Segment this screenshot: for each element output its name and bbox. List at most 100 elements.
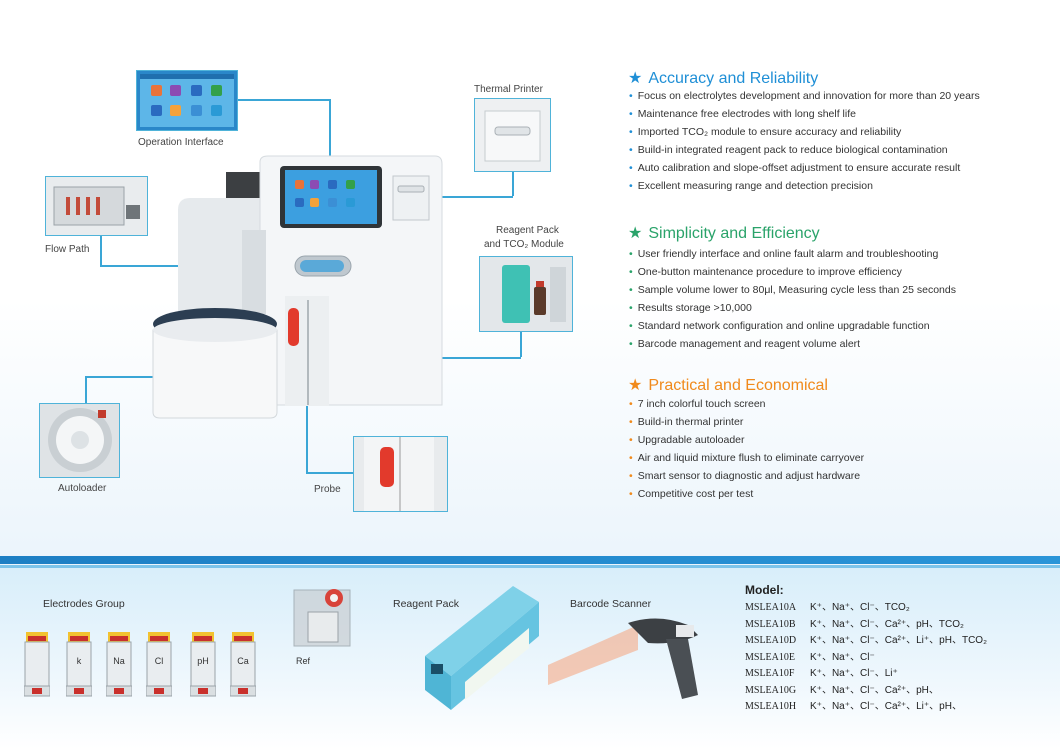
section-title-text: Accuracy and Reliability: [648, 70, 819, 87]
electrode-label: Ca: [237, 656, 249, 666]
electrode: Cl: [145, 632, 173, 700]
star-icon: ★: [628, 70, 643, 87]
thermal-printer-illustration: [484, 110, 541, 162]
electrode: Na: [105, 632, 133, 700]
practical-list: 7 inch colorful touch screen Build-in th…: [629, 395, 864, 503]
model-code: MSLEA10E: [745, 651, 795, 663]
reagent-pack-thumbnail: [479, 256, 573, 332]
electrode-label: Ref: [296, 656, 311, 666]
list-item: Smart sensor to diagnostic and adjust ha…: [629, 467, 864, 485]
probe-thumbnail: [353, 436, 448, 512]
callout-autoloader: Autoloader: [58, 483, 107, 494]
barcode-scanner-illustration: [548, 618, 698, 699]
callout-reagent-pack-2: and TCO₂ Module: [484, 239, 564, 250]
operation-interface-thumbnail: [136, 70, 238, 131]
analyzer-device-illustration: [152, 155, 443, 419]
reagent-pack-box-illustration: [425, 586, 539, 710]
electrode-label: Cl: [154, 656, 164, 666]
connector-probe-v: [306, 340, 308, 473]
list-item: User friendly interface and online fault…: [629, 245, 956, 263]
list-item: Excellent measuring range and detection …: [629, 177, 980, 195]
callout-flow-path: Flow Path: [45, 244, 90, 255]
reagent-pack-label: Reagent Pack: [393, 598, 459, 610]
probe-illustration: [364, 437, 434, 511]
model-ions: K⁺、Na⁺、Cl⁻、Ca²⁺、pH、: [810, 684, 939, 696]
electrode-label: pH: [197, 656, 209, 666]
model-row: MSLEA10E K⁺、Na⁺、Cl⁻: [745, 650, 875, 666]
star-icon: ★: [628, 377, 643, 394]
connector-reagent-h: [383, 357, 521, 359]
model-code: MSLEA10D: [745, 635, 797, 646]
model-code: MSLEA10B: [745, 618, 796, 630]
connector-probe-h: [306, 472, 354, 474]
list-item: 7 inch colorful touch screen: [629, 395, 864, 413]
connector-printer-v: [512, 172, 514, 196]
thermal-printer-thumbnail: [474, 98, 551, 172]
connector-flow: [100, 206, 102, 266]
connector-operation: [187, 99, 330, 101]
model-ions: K⁺、Na⁺、Cl⁻: [810, 651, 875, 663]
section-title-simplicity: ★ Simplicity and Efficiency: [628, 223, 820, 243]
model-ions: K⁺、Na⁺、Cl⁻、Li⁺: [810, 668, 898, 679]
model-code: MSLEA10H: [745, 701, 797, 712]
model-ions: K⁺、Na⁺、Cl⁻、Ca²⁺、Li⁺、pH、: [810, 701, 962, 712]
model-code: MSLEA10F: [745, 668, 795, 679]
section-title-practical: ★ Practical and Economical: [628, 375, 828, 395]
operation-interface-illustration: [140, 74, 234, 127]
connector-printer-h: [408, 196, 513, 198]
reagent-pack-illustration: [502, 265, 566, 323]
list-item: One-button maintenance procedure to impr…: [629, 263, 956, 281]
flow-path-thumbnail: [45, 176, 148, 236]
accuracy-list: Focus on electrolytes development and in…: [629, 87, 980, 195]
list-item: Auto calibration and slope-offset adjust…: [629, 159, 980, 177]
electrode-label: Na: [113, 656, 125, 666]
reference-electrode-illustration: [293, 589, 351, 647]
flow-path-illustration: [46, 177, 147, 235]
electrode-label: k: [76, 656, 82, 666]
list-item: Standard network configuration and onlin…: [629, 317, 956, 335]
list-item: Air and liquid mixture flush to eliminat…: [629, 449, 864, 467]
model-ions: K⁺、Na⁺、Cl⁻、Ca²⁺、Li⁺、pH、TCO₂: [810, 635, 987, 646]
list-item: Competitive cost per test: [629, 485, 864, 503]
callout-probe: Probe: [314, 484, 341, 495]
model-title: Model:: [745, 583, 784, 597]
list-item: Upgradable autoloader: [629, 431, 864, 449]
section-title-text: Practical and Economical: [648, 377, 828, 394]
barcode-scanner-label: Barcode Scanner: [570, 598, 652, 610]
divider-band-light: [0, 565, 1060, 568]
connector-operation-v: [329, 99, 331, 179]
model-row: MSLEA10H K⁺、Na⁺、Cl⁻、Ca²⁺、Li⁺、pH、: [745, 699, 962, 715]
connector-reagent-v: [520, 332, 522, 357]
list-item: Sample volume lower to 80μl, Measuring c…: [629, 281, 956, 299]
electrode: [23, 632, 51, 700]
list-item: Imported TCO₂ module to ensure accuracy …: [629, 123, 980, 141]
list-item: Results storage >10,000: [629, 299, 956, 317]
section-title-accuracy: ★ Accuracy and Reliability: [628, 68, 818, 88]
electrode: Ca: [229, 632, 257, 700]
model-row: MSLEA10G K⁺、Na⁺、Cl⁻、Ca²⁺、pH、: [745, 683, 939, 699]
list-item: Maintenance free electrodes with long sh…: [629, 105, 980, 123]
list-item: Build-in thermal printer: [629, 413, 864, 431]
simplicity-list: User friendly interface and online fault…: [629, 245, 956, 353]
model-row: MSLEA10A K⁺、Na⁺、Cl⁻、TCO₂: [745, 600, 910, 616]
electrode: pH: [189, 632, 217, 700]
connector-autoloader-v: [85, 376, 87, 404]
section-title-text: Simplicity and Efficiency: [648, 225, 820, 242]
list-item: Focus on electrolytes development and in…: [629, 87, 980, 105]
model-row: MSLEA10D K⁺、Na⁺、Cl⁻、Ca²⁺、Li⁺、pH、TCO₂: [745, 633, 987, 649]
electrode: k: [65, 632, 93, 700]
callout-thermal-printer: Thermal Printer: [474, 84, 543, 95]
list-item: Build-in integrated reagent pack to redu…: [629, 141, 980, 159]
model-row: MSLEA10F K⁺、Na⁺、Cl⁻、Li⁺: [745, 666, 898, 682]
model-code: MSLEA10A: [745, 602, 797, 613]
autoloader-illustration: [48, 408, 112, 472]
callout-reagent-pack-1: Reagent Pack: [496, 225, 559, 236]
callout-operation-interface: Operation Interface: [138, 137, 224, 148]
divider-band: [0, 556, 1060, 564]
model-code: MSLEA10G: [745, 684, 797, 696]
model-ions: K⁺、Na⁺、Cl⁻、TCO₂: [810, 602, 910, 613]
autoloader-thumbnail: [39, 403, 120, 478]
list-item: Barcode management and reagent volume al…: [629, 335, 956, 353]
star-icon: ★: [628, 225, 643, 242]
